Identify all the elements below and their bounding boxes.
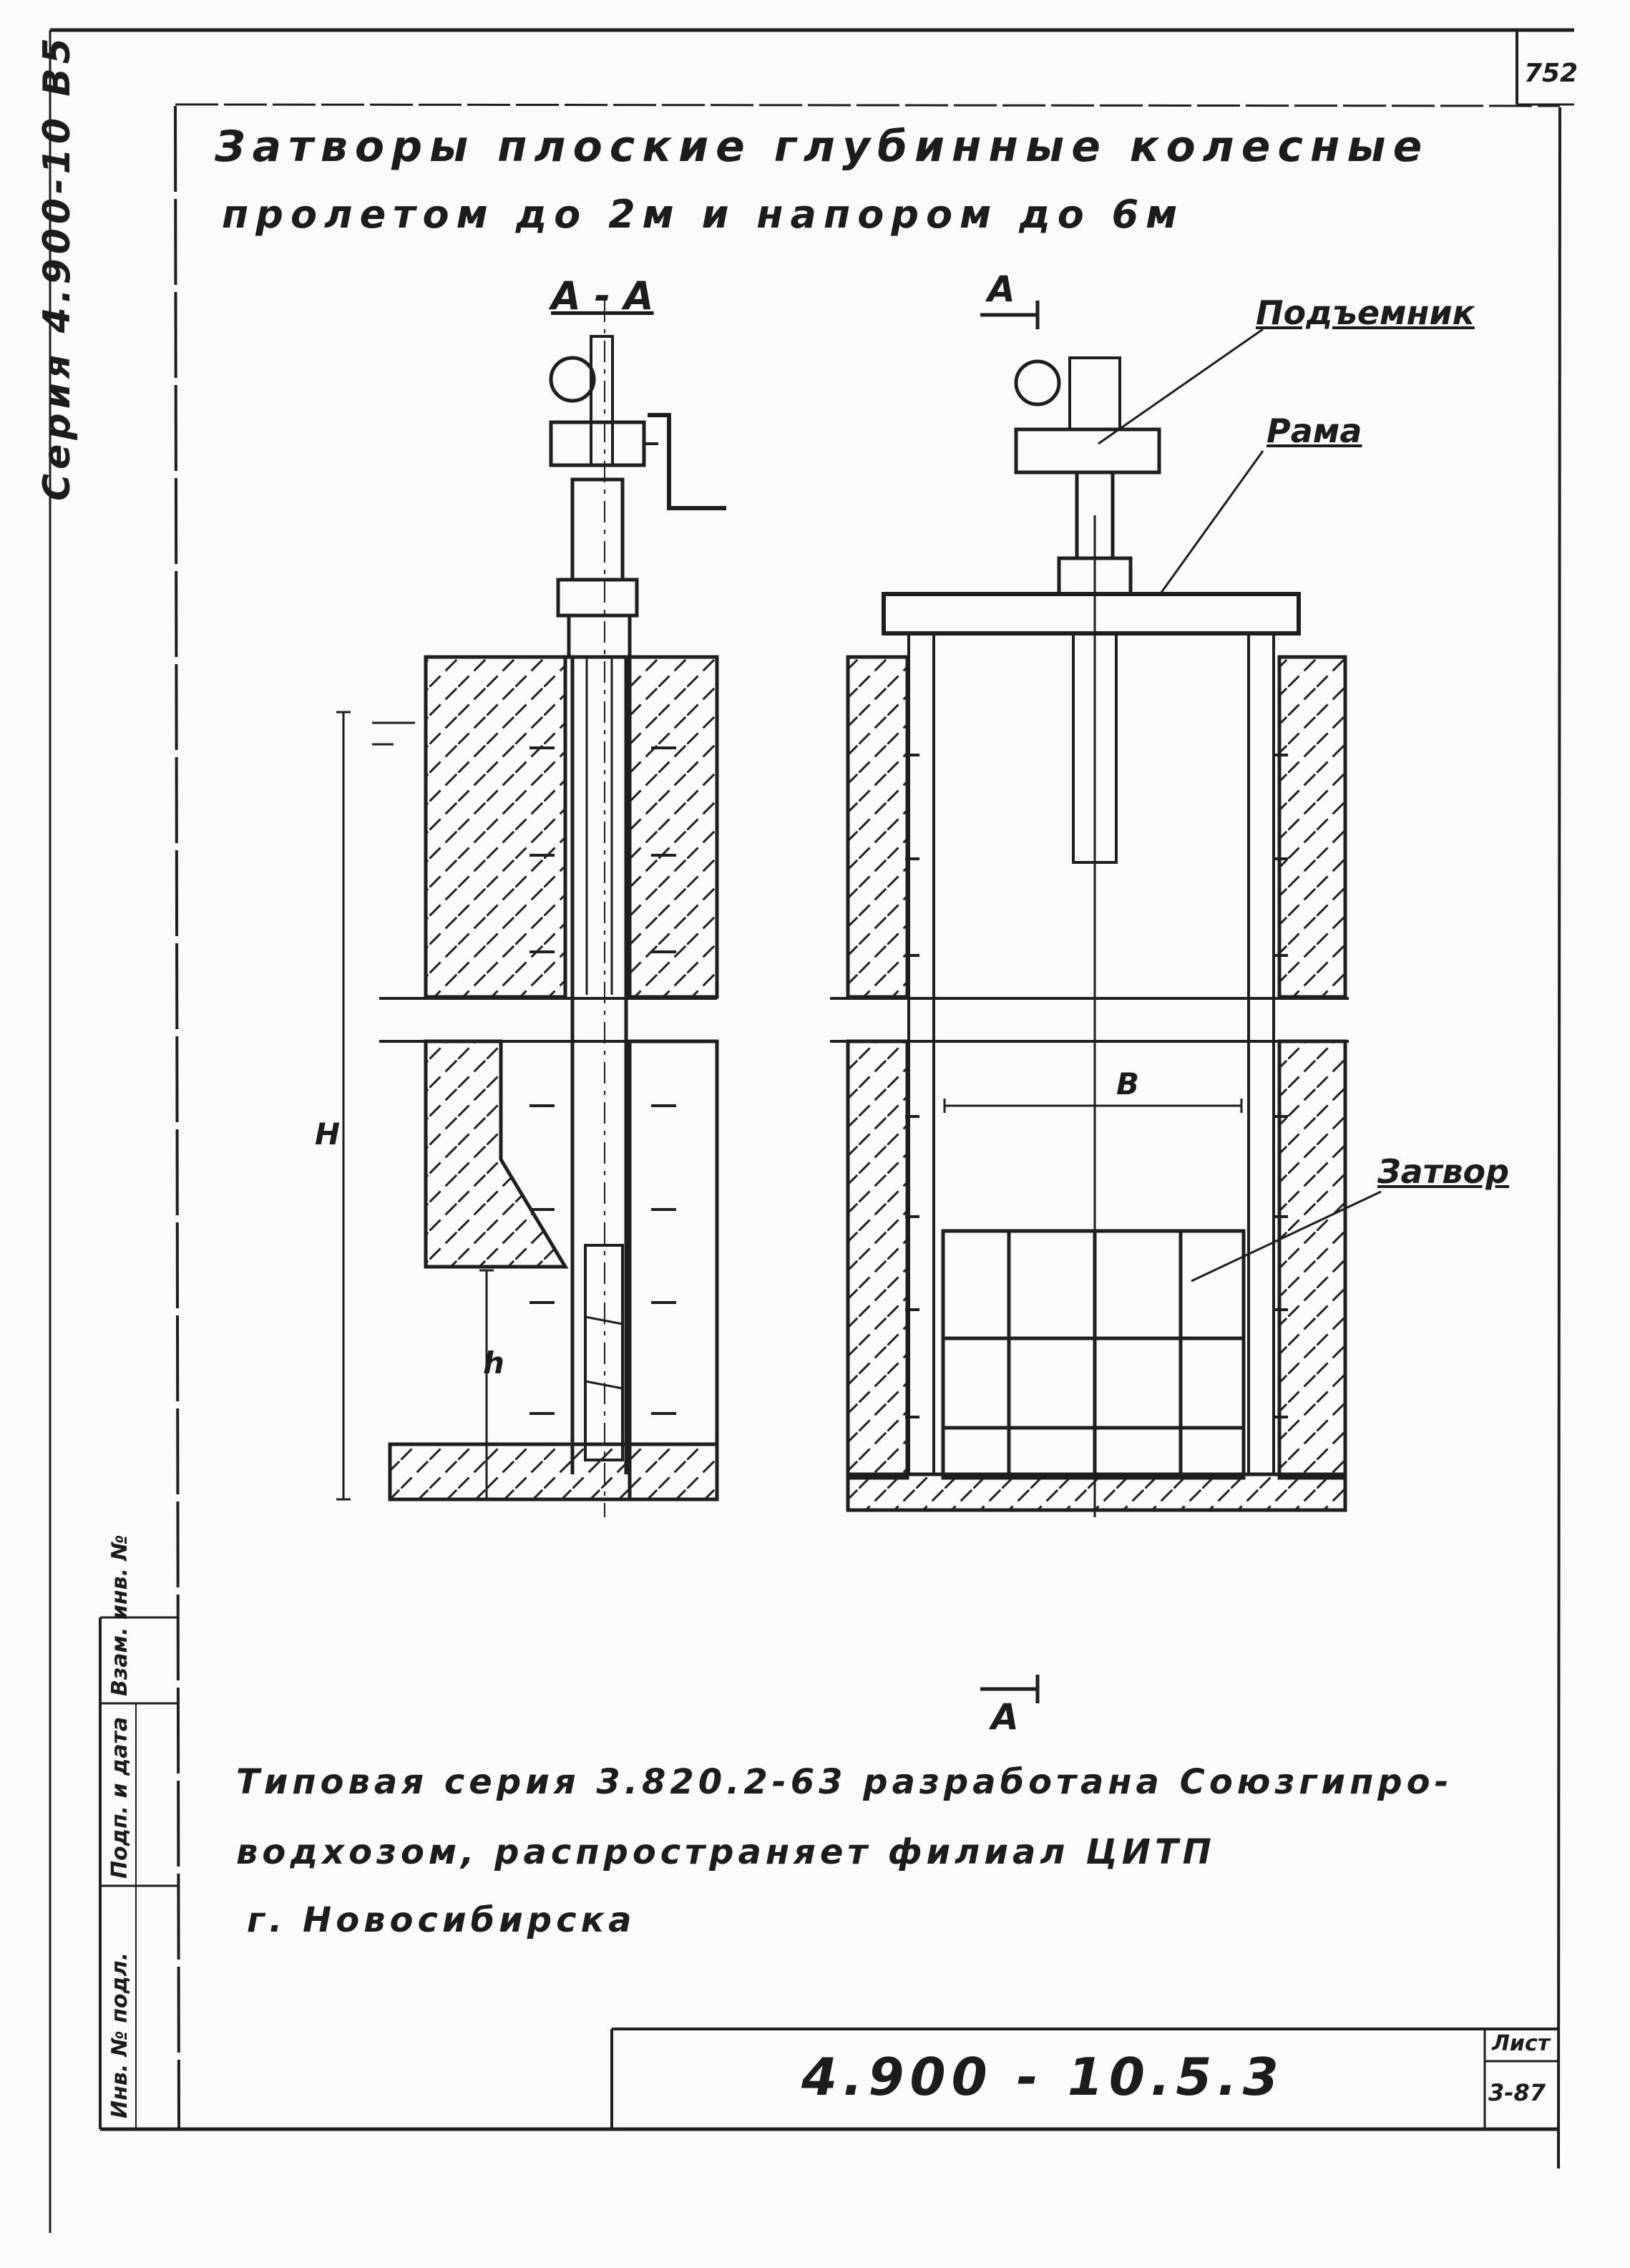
- callout-frame: Рама: [1267, 412, 1362, 450]
- sheet-number: 3-87: [1488, 2079, 1546, 2106]
- series-stamp: Серия 4.900-10 В5: [36, 34, 79, 501]
- section-a-a-view: [336, 301, 726, 1517]
- dimension-h: h: [483, 1345, 504, 1381]
- callout-gate: Затвор: [1377, 1152, 1510, 1191]
- side-stamp-sign: Подп. и дата: [107, 1716, 132, 1879]
- front-elevation-view: [830, 301, 1382, 1703]
- cut-mark-bottom-label: А: [991, 1696, 1019, 1738]
- document-code: 4.900 - 10.5.3: [801, 2047, 1284, 2107]
- cut-mark-top-label: А: [987, 268, 1015, 310]
- side-stamp-inv: Инв. № подл.: [107, 1952, 132, 2118]
- sheet-frame: [49, 28, 1574, 2233]
- note-line1: Типовая серия 3.820.2-63 разработана Сою…: [236, 1762, 1453, 1802]
- sheet-label: Лист: [1492, 2031, 1551, 2056]
- note-line2: водхозом, распространяет филиал ЦИТП: [236, 1832, 1216, 1872]
- dimension-H: Н: [315, 1116, 341, 1152]
- side-stamp-replace: Взам. инв. №: [107, 1534, 132, 1696]
- note-line3: г. Новосибирска: [247, 1900, 636, 1940]
- dimension-B: В: [1116, 1066, 1140, 1101]
- page-number: 752: [1524, 59, 1578, 88]
- drawing-title-line2: пролетом до 2м и напором до 6м: [222, 192, 1185, 237]
- section-label: А - А: [551, 273, 654, 318]
- callout-hoist: Подъемник: [1256, 293, 1475, 332]
- drawing-title-line1: Затворы плоские глубинные колесные: [215, 122, 1430, 172]
